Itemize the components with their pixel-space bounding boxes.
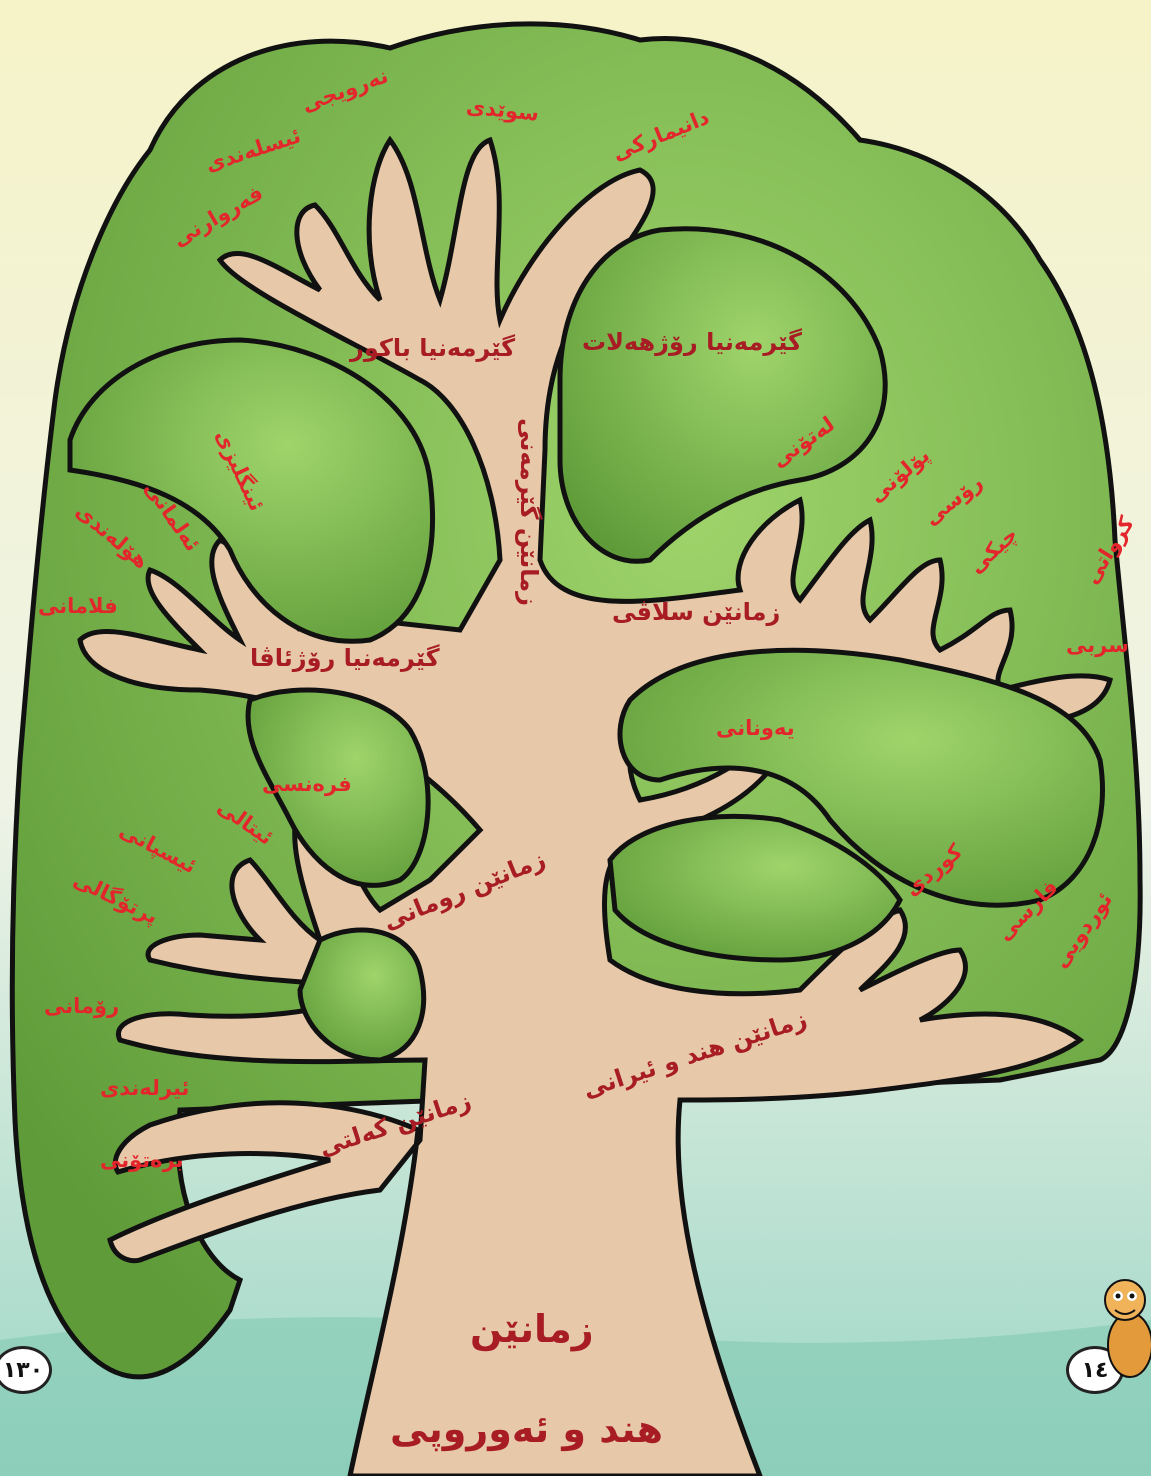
- label-germanic-trunk: زمانێن گێرمەنی: [517, 418, 541, 606]
- label-east-germanic: گێرمەنیا رۆژهەلات: [582, 330, 802, 354]
- label-irish: ئیرلەندی: [100, 1078, 189, 1099]
- label-romanian: رۆمانی: [44, 996, 119, 1017]
- label-serbian: سربی: [1066, 635, 1129, 656]
- label-breton: برەتۆنی: [100, 1150, 184, 1171]
- root-title-line2: هند و ئەوروپی: [390, 1410, 663, 1448]
- label-french: فرەنسی: [262, 774, 352, 795]
- label-slavic: زمانێن سلاڤی: [612, 600, 780, 624]
- root-title-line1: زمانێن: [470, 1310, 594, 1348]
- squirrel-mascot-icon: [1090, 1270, 1151, 1380]
- label-west-germanic: گێرمەنیا رۆژئاڤا: [250, 646, 440, 670]
- label-north-germanic: گێرمەنیا باکور: [350, 336, 515, 360]
- label-greek: یەونانی: [716, 718, 795, 739]
- label-flemish: فلامانی: [38, 596, 118, 617]
